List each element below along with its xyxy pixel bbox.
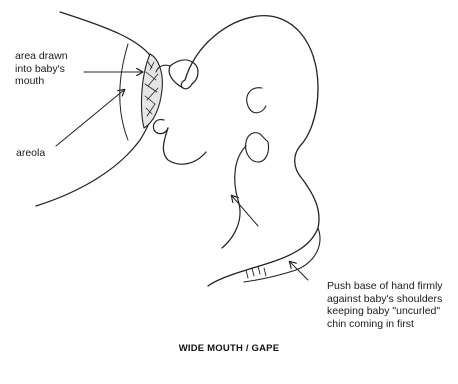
baby-chin [163,128,206,164]
baby-head-outline [185,16,319,286]
baby-ear [247,88,266,113]
diagram-caption: WIDE MOUTH / GAPE [0,343,458,354]
pointer-hand-push [232,196,258,226]
baby-shoulder [244,228,320,282]
label-area-drawn: area drawn into baby's mouth [15,50,105,88]
shoulder-hatching [246,266,266,278]
hand-palm [222,146,246,248]
pointer-areola [56,90,124,146]
nipple-shaded-area [142,54,163,128]
breast-outline [36,12,156,206]
label-areola: areola [16,147,76,160]
hand-thumb [246,133,269,162]
baby-lower-lip [153,120,168,134]
baby-upper-lip [169,60,198,88]
label-push-instruction: Push base of hand firmly against baby's … [327,280,457,330]
